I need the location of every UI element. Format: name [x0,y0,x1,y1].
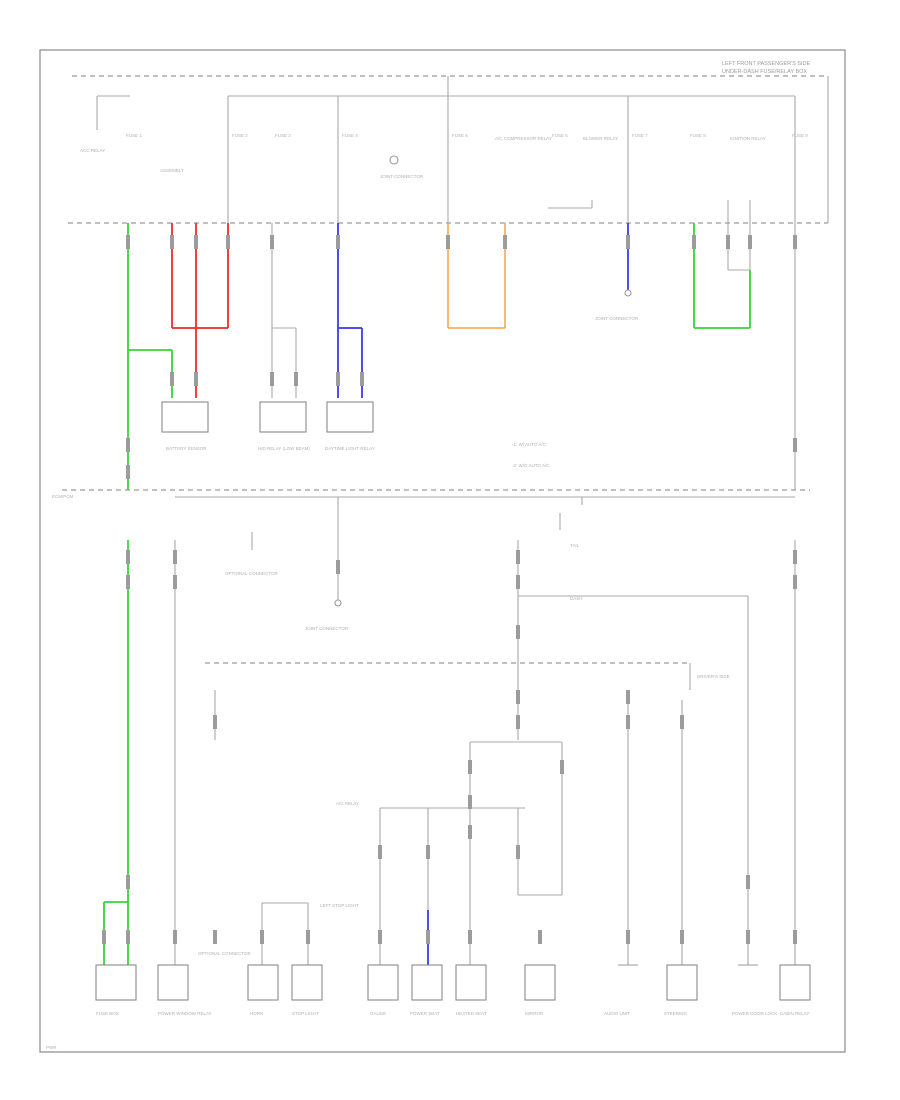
joint-connector-mid-icon [334,599,342,607]
fuse-label: FUSE 3 [275,133,291,138]
bottom-components [95,964,811,1001]
joint-connector-mid-label: JOINT CONNECTOR [305,626,349,631]
diagram-frame [39,49,846,1053]
page-code: PWR [46,1045,57,1050]
fuse-label: FUSE 7 [632,133,648,138]
header-title-line1: LEFT FRONT PASSENGER'S SIDE [722,61,810,67]
component-label: POWER SEAT [410,1011,440,1016]
component-box [779,964,811,1001]
daytime-light-relay-box [326,401,374,433]
component-box [247,964,279,1001]
component-label: POWER DOOR LOCK [732,1011,777,1016]
blue-wire-group [337,223,363,398]
component-label: OPTIONAL CONNECTOR [198,951,252,956]
component-box [455,964,487,1001]
optional-connector-label: OPTIONAL CONNECTOR [225,571,279,576]
relay-label-ac-compressor: A/C COMPRESSOR RELAY [495,136,552,141]
component-box [367,964,399,1001]
component-box [157,964,189,1001]
fuse-label: FUSE 2 [232,133,248,138]
red-wire-group [171,223,229,398]
fuse-label: FUSE 1 [126,133,142,138]
dash-note: DASH [570,596,583,601]
component-label: FUSE BOX [96,1011,119,1016]
gray-wire-group [271,223,297,398]
green-wire-loop-right [693,200,751,329]
component-box [524,964,556,1001]
stop-note: LEFT STOP LIGHT [320,903,359,908]
assembly-label: ASSEMBLY [160,168,184,173]
fuse-label: FUSE 9 [792,133,808,138]
component-box [291,964,323,1001]
joint-connector-icon [624,289,632,297]
legend-line-1: -1: W/ AUTO A/C [512,442,547,447]
hid-relay-box [259,401,307,433]
relay-label-acc: ACC RELAY [80,148,105,153]
component-label: MIRROR [525,1011,544,1016]
connector-pins-middle [126,550,797,639]
relay-label-ignition: IGNITION RELAY [730,136,766,141]
component-label: GAUGE [370,1011,386,1016]
ground-label-top: JOINT CONNECTOR [380,174,424,179]
fuse-label: FUSE 8 [690,133,706,138]
fuse-label: FUSE 4 [342,133,358,138]
connector-pins-lower [102,690,797,944]
fuse-label: FUSE 6 [552,133,568,138]
green-wire-main [103,223,173,965]
relay-split-label: A/C RELAY [336,801,359,806]
ecm-pcm-label: ECM/PCM [52,494,74,499]
fuse-feeds [96,76,796,223]
component-label: STOP LIGHT [292,1011,319,1016]
component-label: POWER WINDOW RELAY [158,1011,212,1016]
component-label: HORN [250,1011,263,1016]
fuse-symbols: FUSE 1 FUSE 2 FUSE 3 FUSE 4 FUSE 5 FUSE … [126,133,808,138]
joint-connector-right-label: JOINT CONNECTOR [595,316,639,321]
component-label: HEATED SEAT [456,1011,487,1016]
connector-pins-top [126,235,797,479]
battery-sensor-box [161,401,209,433]
bottom-labels: FUSE BOX POWER WINDOW RELAY OPTIONAL CON… [96,951,809,1016]
component-box [666,964,698,1001]
lower-wires [214,690,683,965]
relay-label-blower: BLOWER RELAY [583,136,618,141]
hid-relay-label: HID RELAY (LOW BEAM) [258,446,310,451]
orange-wire-loop [447,223,506,329]
tail-note: TAIL [570,543,580,548]
component-label: CABIN RELAY [780,1011,809,1016]
component-label: STEERING [664,1011,688,1016]
component-box [411,964,443,1001]
fuse-label: FUSE 5 [452,133,468,138]
ground-icon [389,155,399,165]
daytime-light-relay-label: DAYTIME LIGHT RELAY [325,446,375,451]
legend-line-2: -2: W/O AUTO A/C [512,463,550,468]
driver-side-label: DRIVER'S SIDE [697,674,730,679]
component-label: AUDIO UNIT [604,1011,630,1016]
header-title-line2: UNDER-DASH FUSE/RELAY BOX [722,69,807,75]
component-box [95,964,137,1001]
battery-sensor-label: BATTERY SENSOR [166,446,207,451]
middle-wires [174,497,796,965]
